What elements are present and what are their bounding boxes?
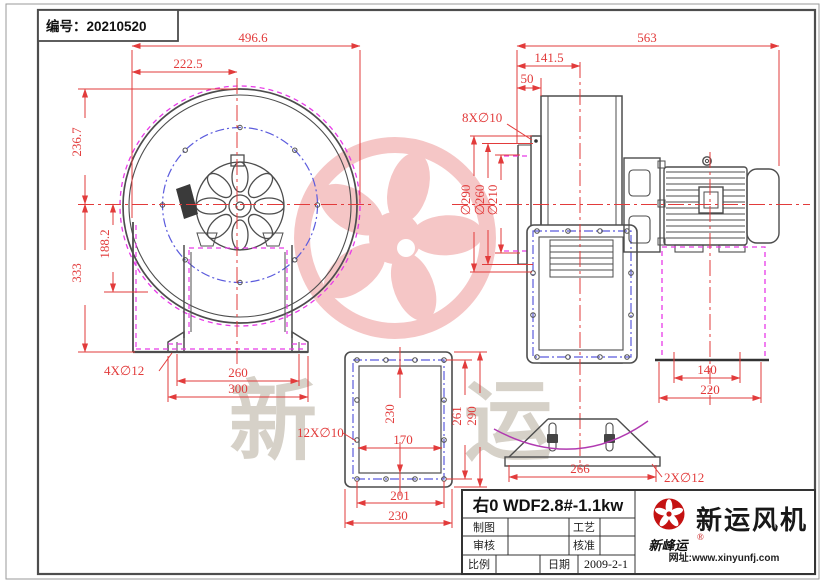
dim-flange-holes: 12X∅10 [297, 425, 344, 440]
terminal-box [698, 186, 724, 214]
brand-name: 新运风机 [696, 505, 808, 535]
dim-top-height: 236.7 [69, 127, 84, 157]
dim-inlet-d-inner: ∅210 [485, 185, 500, 216]
process-label: 工艺 [573, 521, 595, 534]
sheet-border: 编号：20210520 [5, 3, 820, 580]
impeller-louver [549, 239, 614, 278]
scroll-outline [122, 88, 358, 324]
saddle-bolt [547, 434, 558, 443]
dim-saddle-holes: 2X∅12 [664, 470, 704, 485]
dim-outer-height: 290 [464, 406, 479, 426]
watermark-char-2: 运 [464, 372, 552, 471]
dim-center-offset: 222.5 [173, 56, 202, 71]
dim-stand-base: 220 [700, 382, 720, 397]
pinwheel-watermark-icon [294, 137, 496, 339]
date-label: 日期 [548, 558, 570, 571]
saddle-view: 266 2X∅12 [493, 418, 704, 485]
dim-inlet-depth: 50 [521, 71, 534, 86]
saddle-dimensions [508, 463, 663, 482]
motor-stand [661, 246, 766, 361]
registered-mark: ® [697, 532, 704, 542]
inlet-grille [195, 154, 285, 251]
side-view: 563 141.5 50 8X∅10 ∅290 ∅260 ∅210 140 22… [452, 30, 810, 470]
dim-motor-offset: 141.5 [534, 50, 563, 65]
drafted-label: 制图 [473, 521, 495, 534]
brand-website: 网址:www.xinyunfj.com [669, 551, 780, 564]
outlet-flange-view: 12X∅10 230 170 261 290 201 230 [297, 347, 487, 528]
dim-total-height: 333 [69, 263, 84, 283]
side-centerlines [452, 62, 810, 470]
dim-axis-height: 188.2 [97, 229, 112, 258]
serial-box [37, 9, 179, 42]
dim-bolt-width: 201 [390, 488, 410, 503]
dim-foot-span: 260 [228, 365, 248, 380]
dim-inlet-d-outer: ∅290 [458, 185, 473, 216]
date-value: 2009-2-1 [584, 557, 628, 571]
motor [663, 156, 780, 253]
flange-outline [344, 351, 453, 488]
duct-seal-lines [135, 225, 308, 350]
outlet-duct [132, 222, 309, 354]
watermark-char-1: 新 [229, 372, 317, 471]
handle [176, 184, 198, 219]
dim-outer-width: 230 [388, 508, 408, 523]
flange-bolt-pattern [352, 359, 445, 480]
dim-inlet-holes: 8X∅10 [462, 110, 502, 125]
dim-bolt-height: 261 [449, 406, 464, 426]
watermark-text: 新 运 [229, 372, 552, 471]
front-view: 496.6 222.5 236.7 333 188.2 4X∅12 260 30… [69, 30, 372, 402]
dim-foot-width: 300 [228, 381, 248, 396]
dim-opening-height: 230 [382, 404, 397, 424]
front-view-dimensions [78, 42, 361, 402]
dim-saddle-span: 266 [570, 461, 590, 476]
pinwheel-logo-icon [653, 498, 685, 530]
eyebolt [702, 156, 712, 166]
side-outlet-flange [526, 224, 638, 364]
model-title: 右0 WDF2.8#-1.1kw [473, 495, 624, 515]
side-dimensions [470, 42, 780, 403]
casing-seal-outline [119, 85, 361, 327]
casing-curve [493, 420, 649, 450]
dim-overall-width: 496.6 [238, 30, 268, 45]
brand-block: 新峰运 ® 新运风机 网址:www.xinyunfj.com [648, 498, 808, 564]
centerlines [78, 78, 372, 368]
dim-opening-width: 170 [393, 432, 413, 447]
scale-label: 比例 [468, 557, 490, 571]
dim-inlet-d-bolt: ∅260 [472, 185, 487, 216]
flange-dimensions [342, 347, 487, 528]
dim-stand-top: 140 [697, 362, 717, 377]
brand-script: 新峰运 [648, 538, 689, 553]
dim-overall-length: 563 [637, 30, 657, 45]
serial-number: 编号：20210520 [46, 18, 147, 34]
title-block: 右0 WDF2.8#-1.1kw 制图 审核 比例 工艺 核准 日期 2009-… [461, 489, 816, 575]
approved-label: 核准 [573, 538, 595, 552]
dim-foot-holes: 4X∅12 [104, 363, 144, 378]
checked-label: 审核 [473, 538, 495, 552]
